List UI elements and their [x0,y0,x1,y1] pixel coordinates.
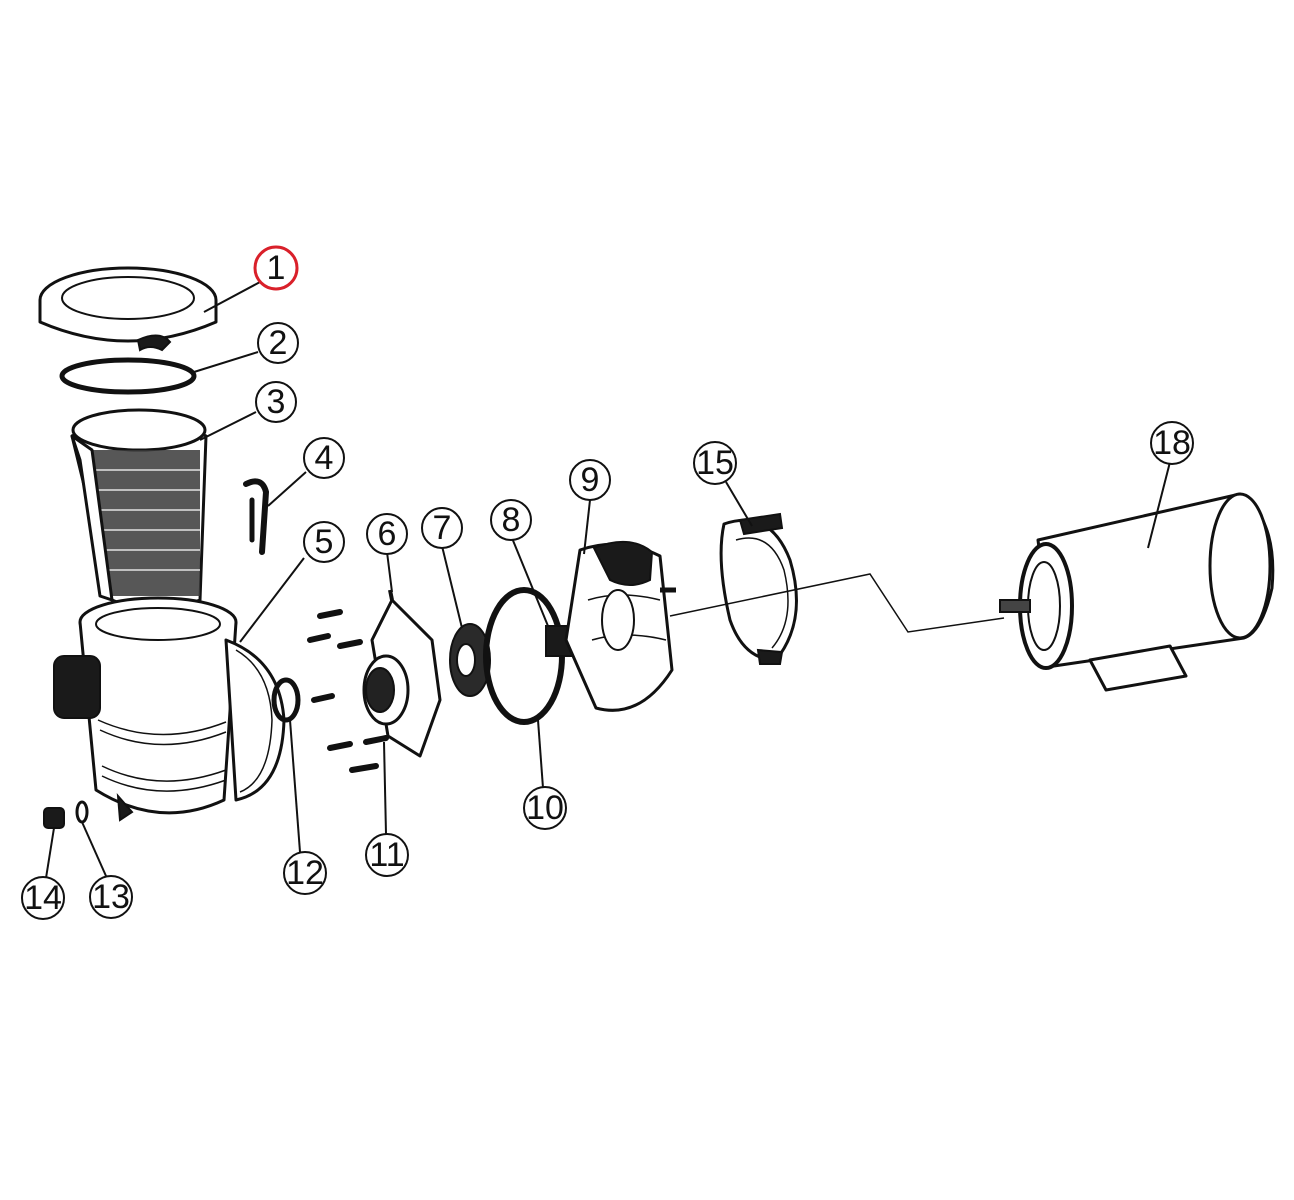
part-lid [38,266,218,352]
part-clip [243,478,270,555]
callout-13: 13 [89,875,133,919]
part-impeller [449,623,491,697]
callout-14: 14 [21,876,65,920]
part-screws [307,609,389,773]
callout-2: 2 [257,322,299,364]
callout-14-label: 14 [24,879,62,917]
callout-3: 3 [255,381,297,423]
part-drain-plug [43,807,65,829]
part-drain-o-ring [75,800,89,824]
callout-13-label: 13 [92,878,130,916]
callout-1: 1 [253,245,299,291]
part-seal-housing [564,540,676,712]
callout-12-label: 12 [286,854,324,892]
callout-5-label: 5 [315,523,334,561]
callout-7: 7 [421,507,463,549]
callout-5: 5 [303,521,345,563]
callout-12: 12 [283,851,327,895]
callout-18-label: 18 [1153,424,1191,462]
callout-18: 18 [1150,421,1194,465]
part-small-o-ring [271,677,301,723]
callout-9-label: 9 [581,461,600,499]
callout-15-label: 15 [696,444,734,482]
callout-15: 15 [693,441,737,485]
callout-4-label: 4 [315,439,334,477]
leader-lines [45,281,1171,879]
part-motor-bracket [719,512,798,665]
callout-6: 6 [366,513,408,555]
callout-3-label: 3 [267,383,286,421]
callout-4: 4 [303,437,345,479]
callout-9: 9 [569,459,611,501]
callout-11-label: 11 [369,836,404,874]
part-strainer-basket [70,408,208,611]
callout-11: 11 [365,833,409,877]
part-seal-plate [362,589,442,758]
part-pump-housing [53,596,286,822]
shaft-line [669,573,1005,633]
part-lid-o-ring [59,357,197,395]
callout-6-label: 6 [378,515,397,553]
callout-2-label: 2 [269,324,288,362]
callout-1-label: 1 [267,249,286,287]
callout-8: 8 [490,499,532,541]
callout-10-label: 10 [526,789,564,827]
callout-7-label: 7 [433,509,452,547]
callout-8-label: 8 [502,501,521,539]
callout-10: 10 [523,786,567,830]
part-motor [999,492,1275,692]
